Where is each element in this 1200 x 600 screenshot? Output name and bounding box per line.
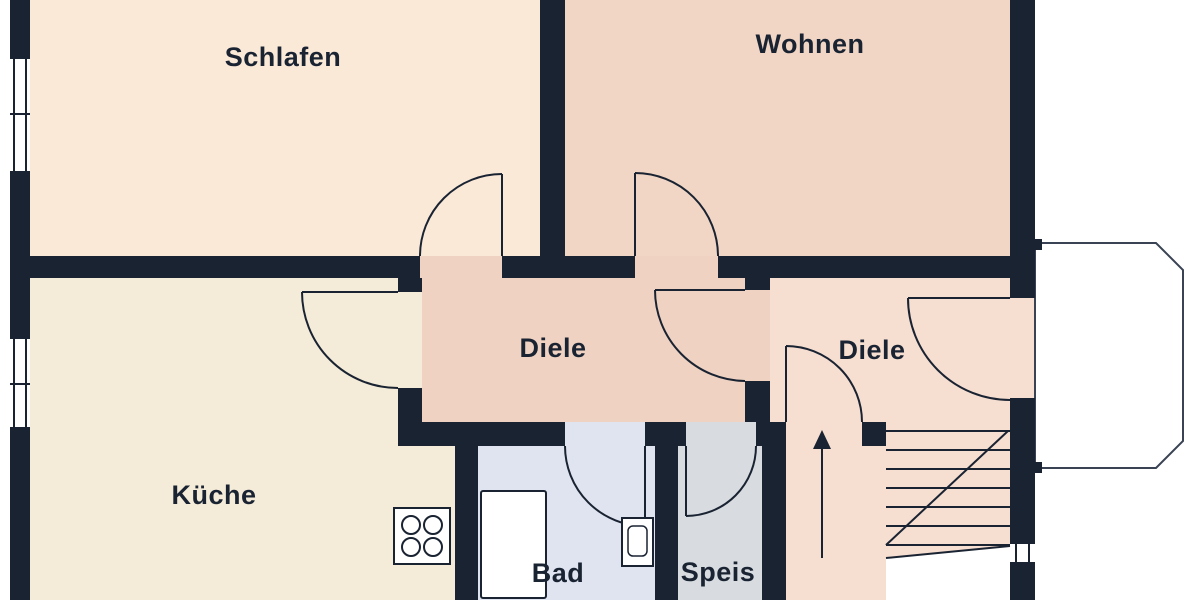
opening-kueche-diele (398, 292, 422, 388)
room-labels: Schlafen Wohnen Diele Diele Küche Bad Sp… (171, 29, 905, 588)
sink-basin (627, 525, 648, 557)
room-schlafen (30, 0, 540, 258)
door-schlafen (419, 173, 503, 257)
room-label-kueche: Küche (171, 480, 256, 510)
wall-bad-speis (655, 422, 678, 600)
bathtub-icon (480, 490, 547, 599)
door-arc (419, 173, 503, 257)
walls (10, 0, 1042, 600)
wall-bad-top-left (398, 422, 565, 446)
wall-right-top (1010, 0, 1035, 298)
stair-arrowhead-icon (813, 430, 831, 449)
room-kueche (30, 278, 420, 600)
stove-burner (401, 537, 421, 557)
opening-bad (565, 422, 645, 446)
door-balcony (907, 297, 1011, 401)
bathtub-body (480, 490, 547, 599)
door-openings (398, 256, 1035, 446)
room-speis (678, 422, 762, 600)
door-arc (907, 297, 1011, 401)
opening-balcony (1010, 298, 1035, 398)
sink-body (621, 517, 654, 567)
room-diele-right (745, 278, 1010, 422)
door-arc (785, 345, 863, 423)
stove-body (393, 507, 451, 565)
door-arc (634, 172, 719, 257)
door-kueche (301, 291, 399, 389)
wall-left-mid (10, 172, 30, 338)
window-icon-schlafen (10, 57, 30, 173)
stairs (813, 430, 1011, 600)
wall-schlafen-bottom-left (10, 256, 420, 278)
room-label-diele-right: Diele (838, 335, 905, 365)
opening-wohnen-diele (635, 256, 718, 278)
wall-left-top (10, 0, 30, 58)
wall-schlafen-bottom-right (502, 256, 540, 278)
wall-kueche-bad (455, 446, 478, 600)
door-diele-diele (654, 289, 746, 382)
room-diele-center (398, 278, 770, 422)
wall-right-mid (1010, 398, 1035, 543)
room-label-diele-center: Diele (519, 333, 586, 363)
wall-diele-diele-bottom (745, 381, 770, 422)
room-label-speis: Speis (681, 557, 756, 587)
window-icon-kueche (10, 337, 30, 429)
room-label-schlafen: Schlafen (225, 42, 342, 72)
wall-right-bottom (1010, 563, 1035, 600)
stove-icon (393, 507, 451, 565)
room-label-bad: Bad (532, 558, 585, 588)
room-label-wohnen: Wohnen (756, 29, 865, 59)
opening-speis (686, 422, 756, 446)
wall-stairs-stub (862, 422, 886, 446)
sink-icon (621, 517, 654, 567)
door-wohnen (634, 172, 719, 257)
wall-diele-diele-top (745, 278, 770, 290)
plan-lines (10, 57, 1035, 600)
room-wohnen (565, 0, 1010, 258)
opening-diele-diele (745, 290, 770, 381)
door-arc (685, 445, 757, 517)
stair-diagonal (885, 430, 1009, 546)
wall-divider-schlafen-wohnen (540, 0, 565, 278)
door-speis (685, 445, 757, 517)
stove-burner (401, 515, 421, 535)
wall-wohnen-bottom-right (718, 256, 1010, 278)
balcony-anchor-top (1035, 239, 1042, 250)
stove-burner (423, 537, 443, 557)
balcony-anchor-bottom (1035, 462, 1042, 473)
opening-schlafen-diele (420, 256, 502, 278)
wall-wohnen-bottom-left (565, 256, 635, 278)
door-arc (654, 289, 746, 382)
stair-break-cut (886, 546, 1010, 600)
window-gap-stairs (1010, 543, 1035, 563)
stair-break-line (885, 545, 1011, 559)
door-arc (301, 291, 399, 389)
wall-kueche-diele-bottom (398, 388, 422, 422)
wall-speis-stairs (762, 422, 786, 600)
wall-left-bottom (10, 428, 30, 600)
balcony (1034, 242, 1184, 469)
window-icon-stairs (1010, 542, 1035, 564)
stove-burner (423, 515, 443, 535)
door-stairs (785, 345, 863, 423)
wall-kueche-diele-top (398, 278, 422, 292)
